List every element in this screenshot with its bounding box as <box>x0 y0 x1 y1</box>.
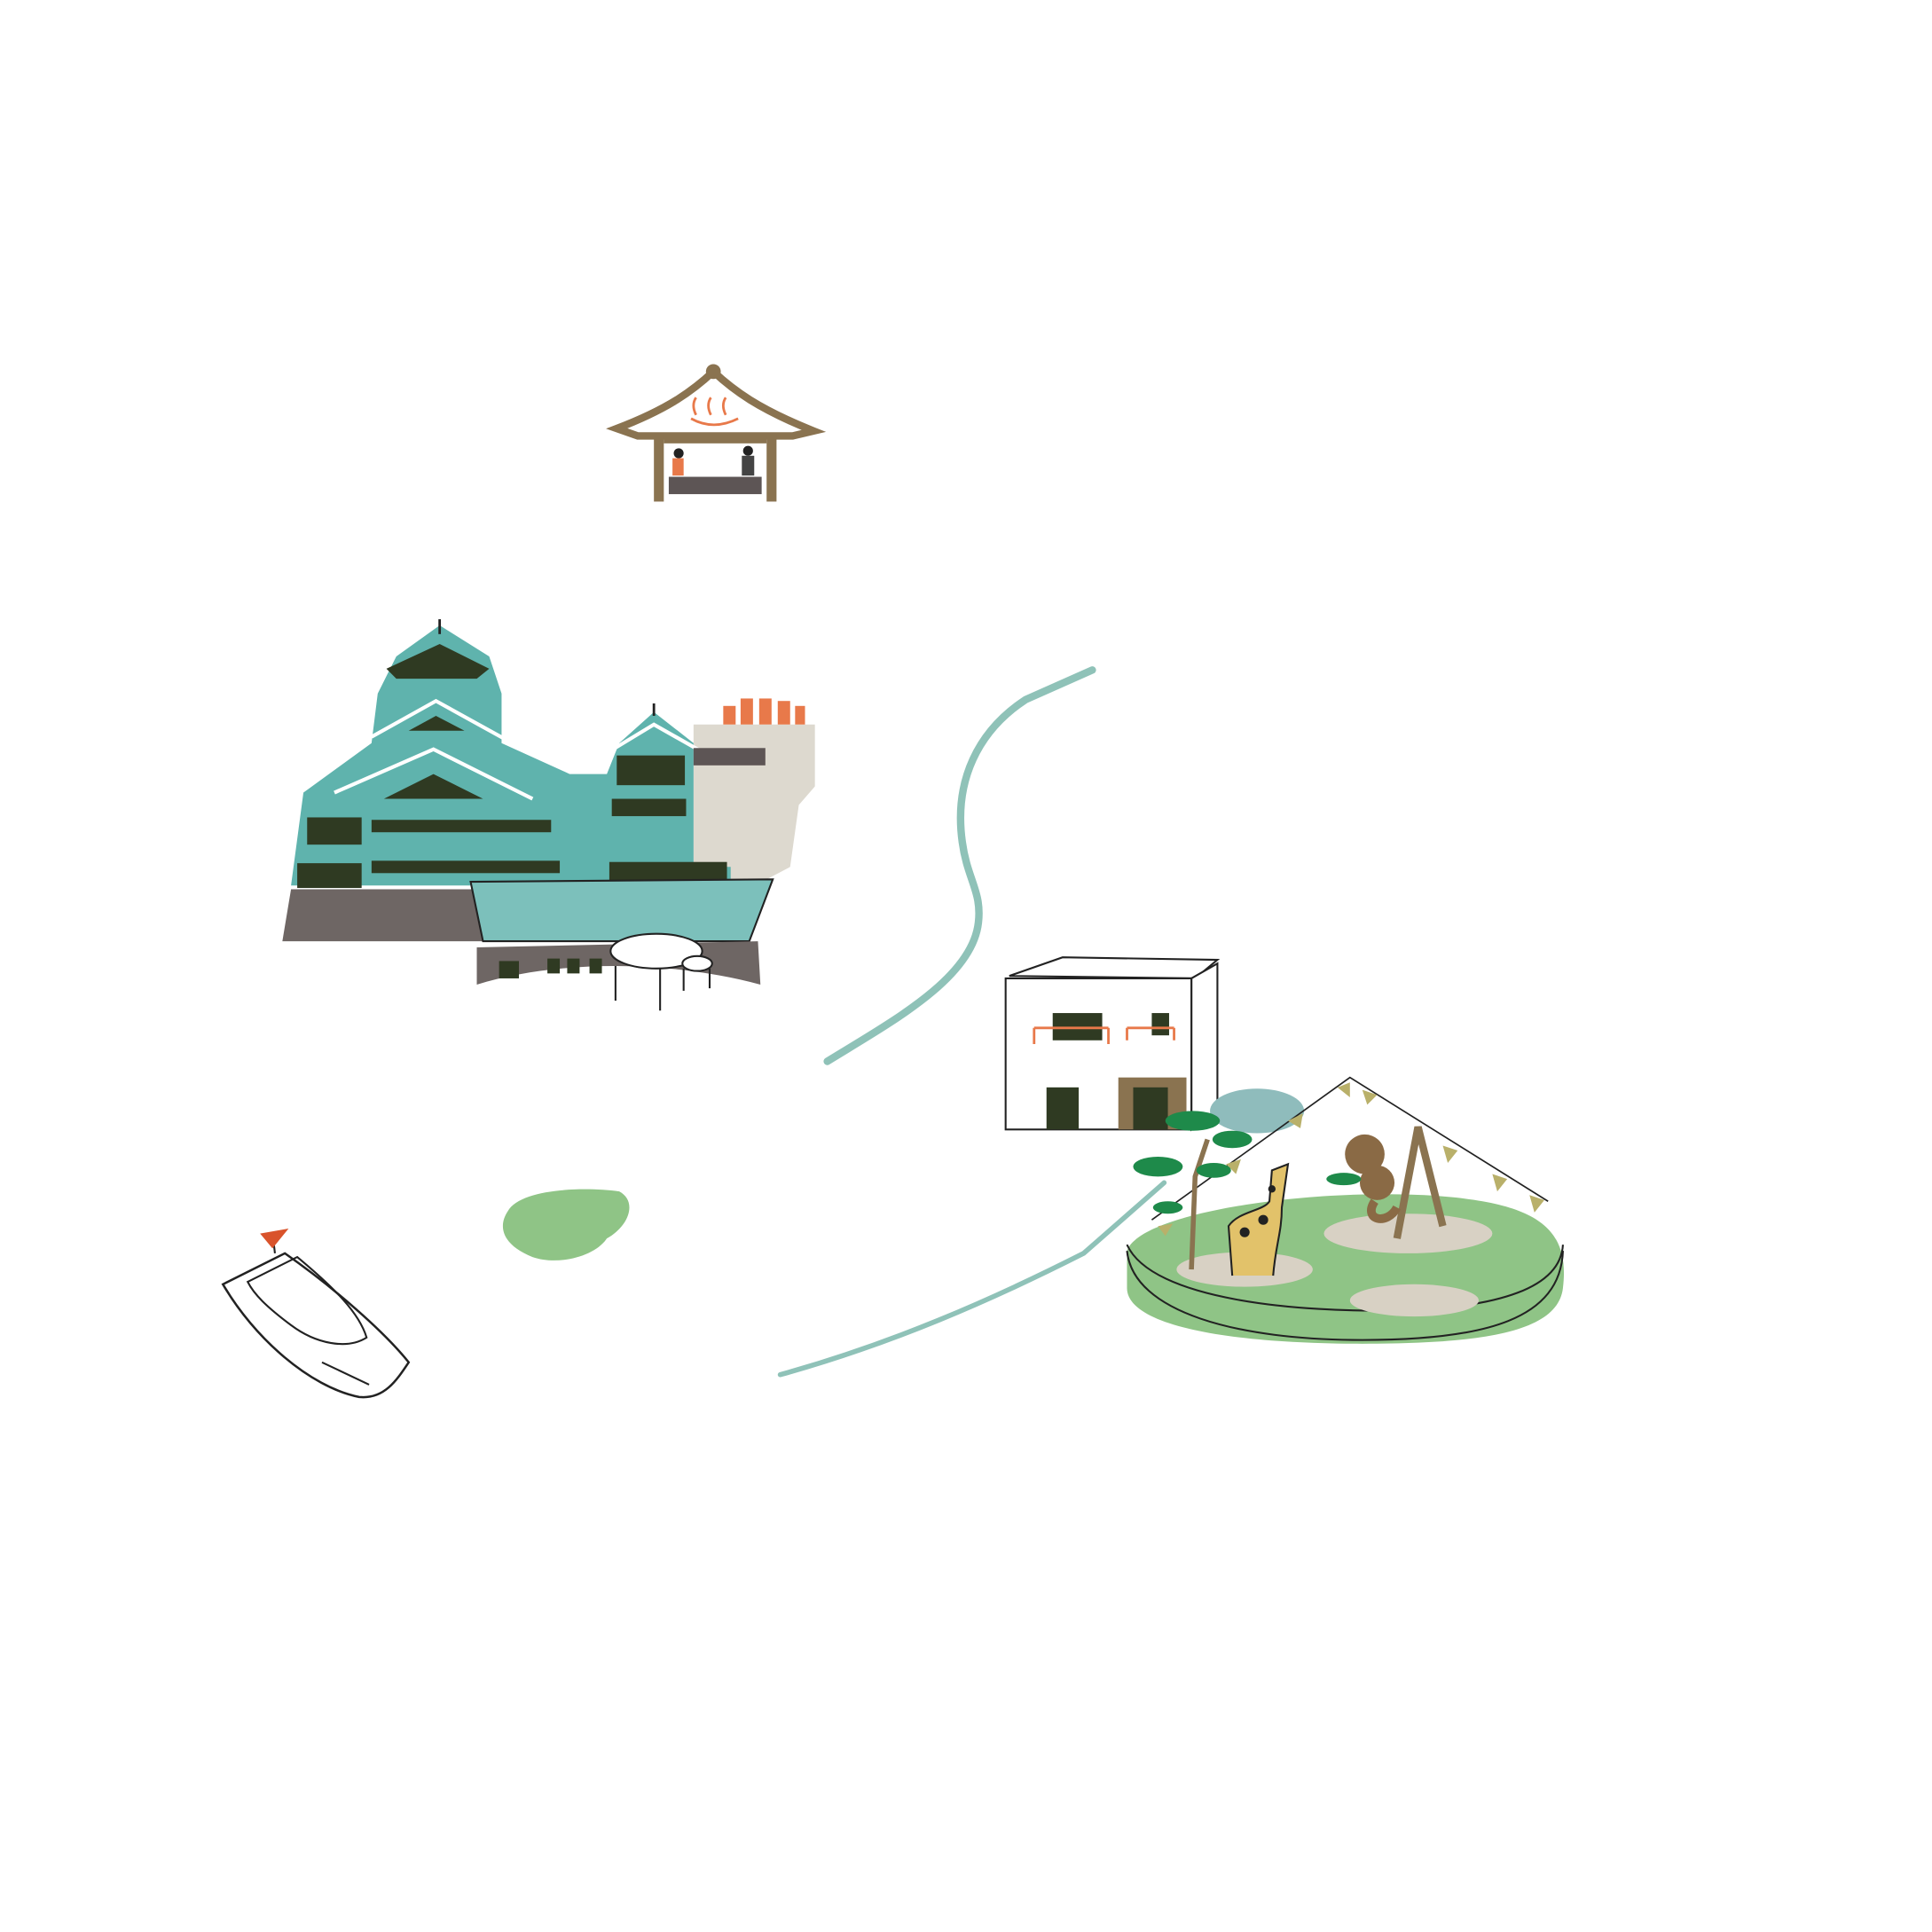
apartment-building-icon[interactable] <box>1004 956 1221 1132</box>
onsen-pavilion-icon[interactable] <box>606 364 827 502</box>
boat-icon[interactable] <box>221 1228 411 1399</box>
giraffe-icon <box>1227 1162 1290 1276</box>
park-blob-icon[interactable] <box>502 1189 630 1261</box>
castle-icon[interactable] <box>282 619 815 1011</box>
river-line <box>823 666 1096 1065</box>
flag-icon <box>260 1228 289 1249</box>
raccoon-icon <box>1326 1126 1447 1239</box>
tree-icon <box>1133 1111 1253 1270</box>
road-line <box>777 1180 1167 1378</box>
zoo-icon[interactable] <box>1126 1076 1565 1344</box>
